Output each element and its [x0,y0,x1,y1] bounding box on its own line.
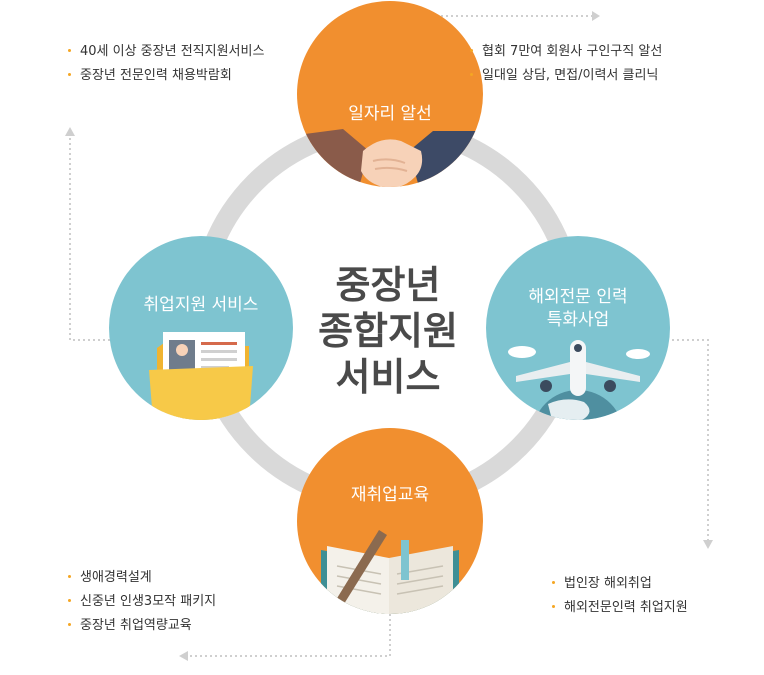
bullet-icon [552,605,555,608]
bullet-icon [470,49,473,52]
list-item: 협회 7만여 회원사 구인구직 알선 [470,40,662,64]
list-item: 중장년 취업역량교육 [68,614,216,638]
list-item: 40세 이상 중장년 전직지원서비스 [68,40,264,64]
connector-right [672,339,709,540]
bullet-icon [68,599,71,602]
airplane-globe-icon [508,340,650,420]
connector-bottom [188,614,391,657]
center-title-line1: 중장년 [335,263,441,307]
handshake-icon [297,129,483,187]
node-job-placement-title: 일자리 알선 [348,104,432,124]
node-employment-support-title: 취업지원 서비스 [143,295,259,315]
node-reemployment-education-title: 재취업교육 [350,485,430,505]
list-item: 신중년 인생3모작 패키지 [68,590,216,614]
list-bottom-right: 법인장 해외취업 해외전문인력 취업지원 [552,572,688,620]
arrow-right-icon [592,11,600,21]
list-top-left: 40세 이상 중장년 전직지원서비스 중장년 전문인력 채용박람회 [68,40,264,88]
arrow-up-icon [65,127,75,136]
node-overseas-talent-title-line1: 해외전문 인력 [528,287,628,307]
center-title-line3: 서비스 [335,355,441,399]
arrow-left-icon [179,651,188,661]
list-item: 생애경력설계 [68,566,216,590]
bullet-icon [68,49,71,52]
list-item: 중장년 전문인력 채용박람회 [68,64,264,88]
bullet-icon [552,581,555,584]
node-employment-support: 취업지원 서비스 [109,236,293,420]
arrow-down-icon [703,540,713,549]
book-pencil-icon [321,530,459,614]
center-title-line2: 종합지원 [318,309,458,353]
node-job-placement: 일자리 알선 [297,1,483,187]
list-bottom-left: 생애경력설계 신중년 인생3모작 패키지 중장년 취업역량교육 [68,566,216,638]
bullet-icon [68,575,71,578]
connector-left [69,136,110,341]
bullet-icon [470,73,473,76]
list-item: 해외전문인력 취업지원 [552,596,688,620]
node-reemployment-education: 재취업교육 [297,428,483,614]
resume-folder-icon [149,332,253,420]
list-top-right: 협회 7만여 회원사 구인구직 알선 일대일 상담, 면접/이력서 클리닉 [470,40,662,88]
node-overseas-talent: 해외전문 인력 특화사업 [486,236,670,420]
list-item: 법인장 해외취업 [552,572,688,596]
node-overseas-talent-title-line2: 특화사업 [546,310,610,330]
bullet-icon [68,623,71,626]
list-item: 일대일 상담, 면접/이력서 클리닉 [470,64,662,88]
bullet-icon [68,73,71,76]
